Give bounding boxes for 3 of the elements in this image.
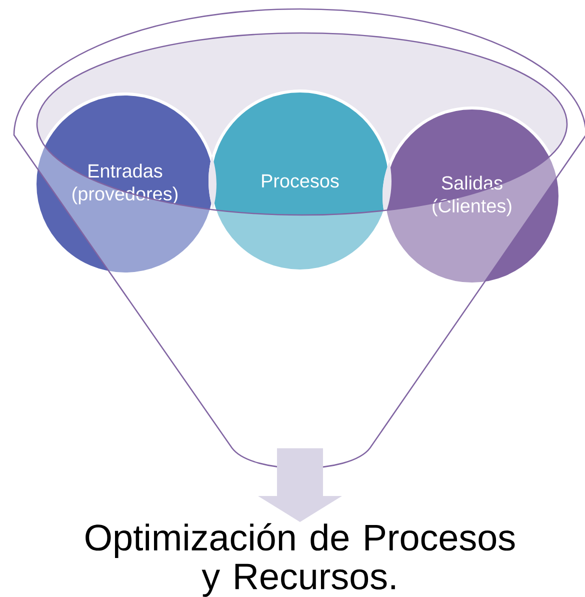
result-text: Optimización de Procesos y Recursos. xyxy=(86,523,515,597)
block-arrow xyxy=(258,448,342,522)
funnel xyxy=(13,8,585,469)
